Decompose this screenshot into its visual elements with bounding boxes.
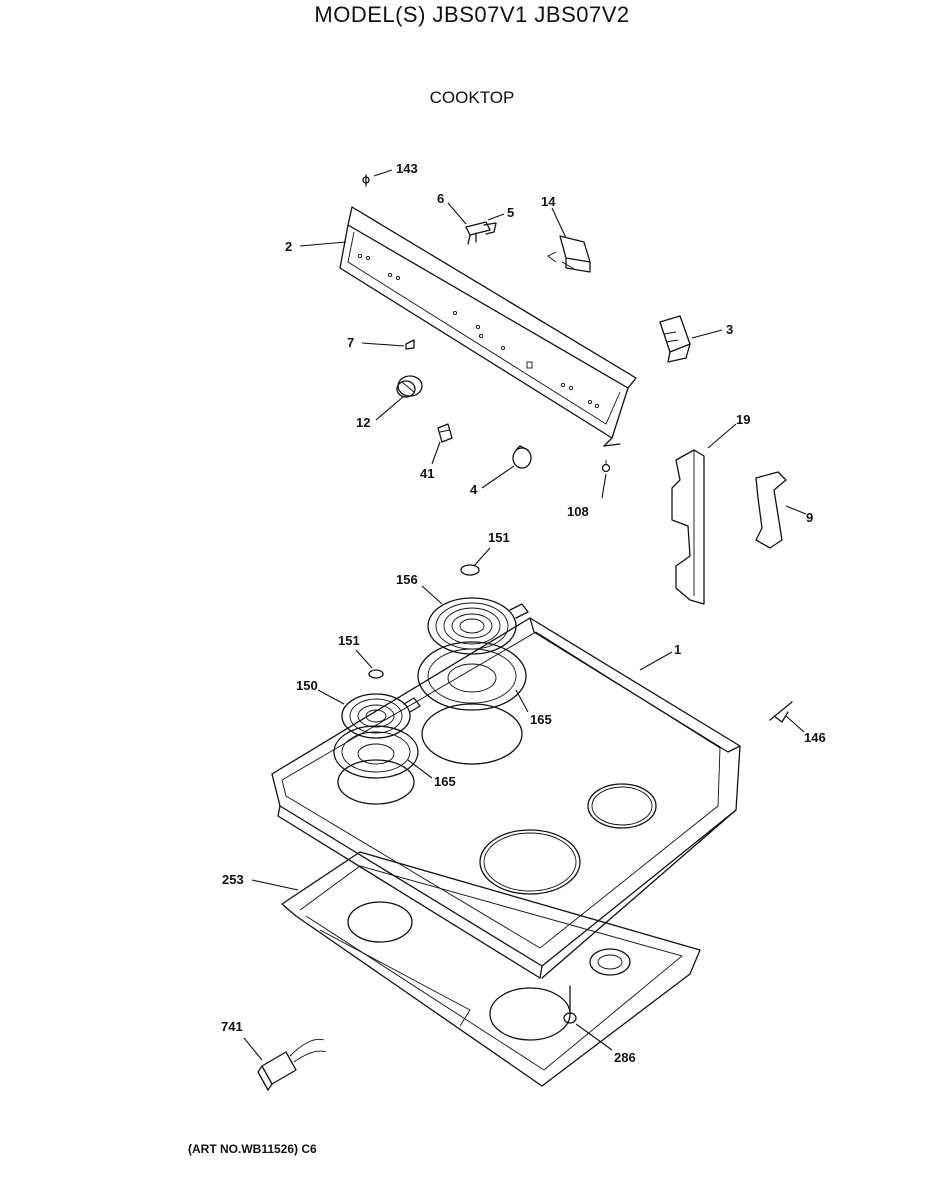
callout-165-lower: 165 — [434, 774, 456, 789]
callout-286: 286 — [614, 1050, 636, 1065]
cooktop-main-top — [271, 617, 741, 979]
infinite-switch-14 — [547, 235, 591, 273]
callout-5: 5 — [507, 205, 514, 220]
knob-4 — [512, 445, 532, 469]
bracket-6-clip-5 — [465, 221, 497, 245]
callout-150: 150 — [296, 678, 318, 693]
terminal-block-741 — [257, 1038, 327, 1091]
callout-165-upper: 165 — [530, 712, 552, 727]
callout-6: 6 — [437, 191, 444, 206]
bracket-9 — [755, 471, 787, 549]
drip-pan-165-upper — [417, 641, 527, 711]
small-surface-element-150 — [341, 693, 421, 739]
burner-box-253 — [281, 851, 701, 1087]
leader-lines — [243, 169, 807, 1061]
art-number: (ART NO.WB11526) C6 — [188, 1142, 317, 1156]
callout-741: 741 — [221, 1019, 243, 1034]
model-title: MODEL(S) JBS07V1 JBS07V2 — [314, 2, 630, 27]
callout-151-upper: 151 — [488, 530, 510, 545]
callout-19: 19 — [736, 412, 750, 427]
callout-12: 12 — [356, 415, 370, 430]
callout-41: 41 — [420, 466, 434, 481]
callout-14: 14 — [541, 194, 556, 209]
screw-143 — [362, 174, 370, 187]
callout-4: 4 — [470, 482, 478, 497]
side-bracket-19 — [671, 449, 705, 605]
screw-146 — [769, 701, 793, 723]
screw-108 — [601, 460, 611, 473]
callout-1: 1 — [674, 642, 681, 657]
callout-156: 156 — [396, 572, 418, 587]
callout-151-lower: 151 — [338, 633, 360, 648]
part-41 — [437, 423, 453, 443]
callout-2: 2 — [285, 239, 292, 254]
callout-143: 143 — [396, 161, 418, 176]
callout-7: 7 — [347, 335, 354, 350]
cap-151-upper — [460, 564, 480, 576]
clip-286 — [563, 985, 577, 1024]
switch-3 — [659, 315, 691, 363]
section-title: COOKTOP — [429, 88, 515, 107]
knob-insert-7 — [405, 339, 415, 350]
backsplash-panel — [339, 206, 637, 447]
callout-3: 3 — [726, 322, 733, 337]
callout-108: 108 — [567, 504, 589, 519]
knob-12 — [396, 375, 423, 398]
callout-9: 9 — [806, 510, 813, 525]
callout-146: 146 — [804, 730, 826, 745]
drip-pan-165-lower — [333, 725, 419, 779]
cap-151-lower — [368, 669, 384, 679]
callout-253: 253 — [222, 872, 244, 887]
callout-labels: 143 6 5 14 2 3 7 12 41 4 108 19 9 151 15… — [221, 161, 826, 1065]
